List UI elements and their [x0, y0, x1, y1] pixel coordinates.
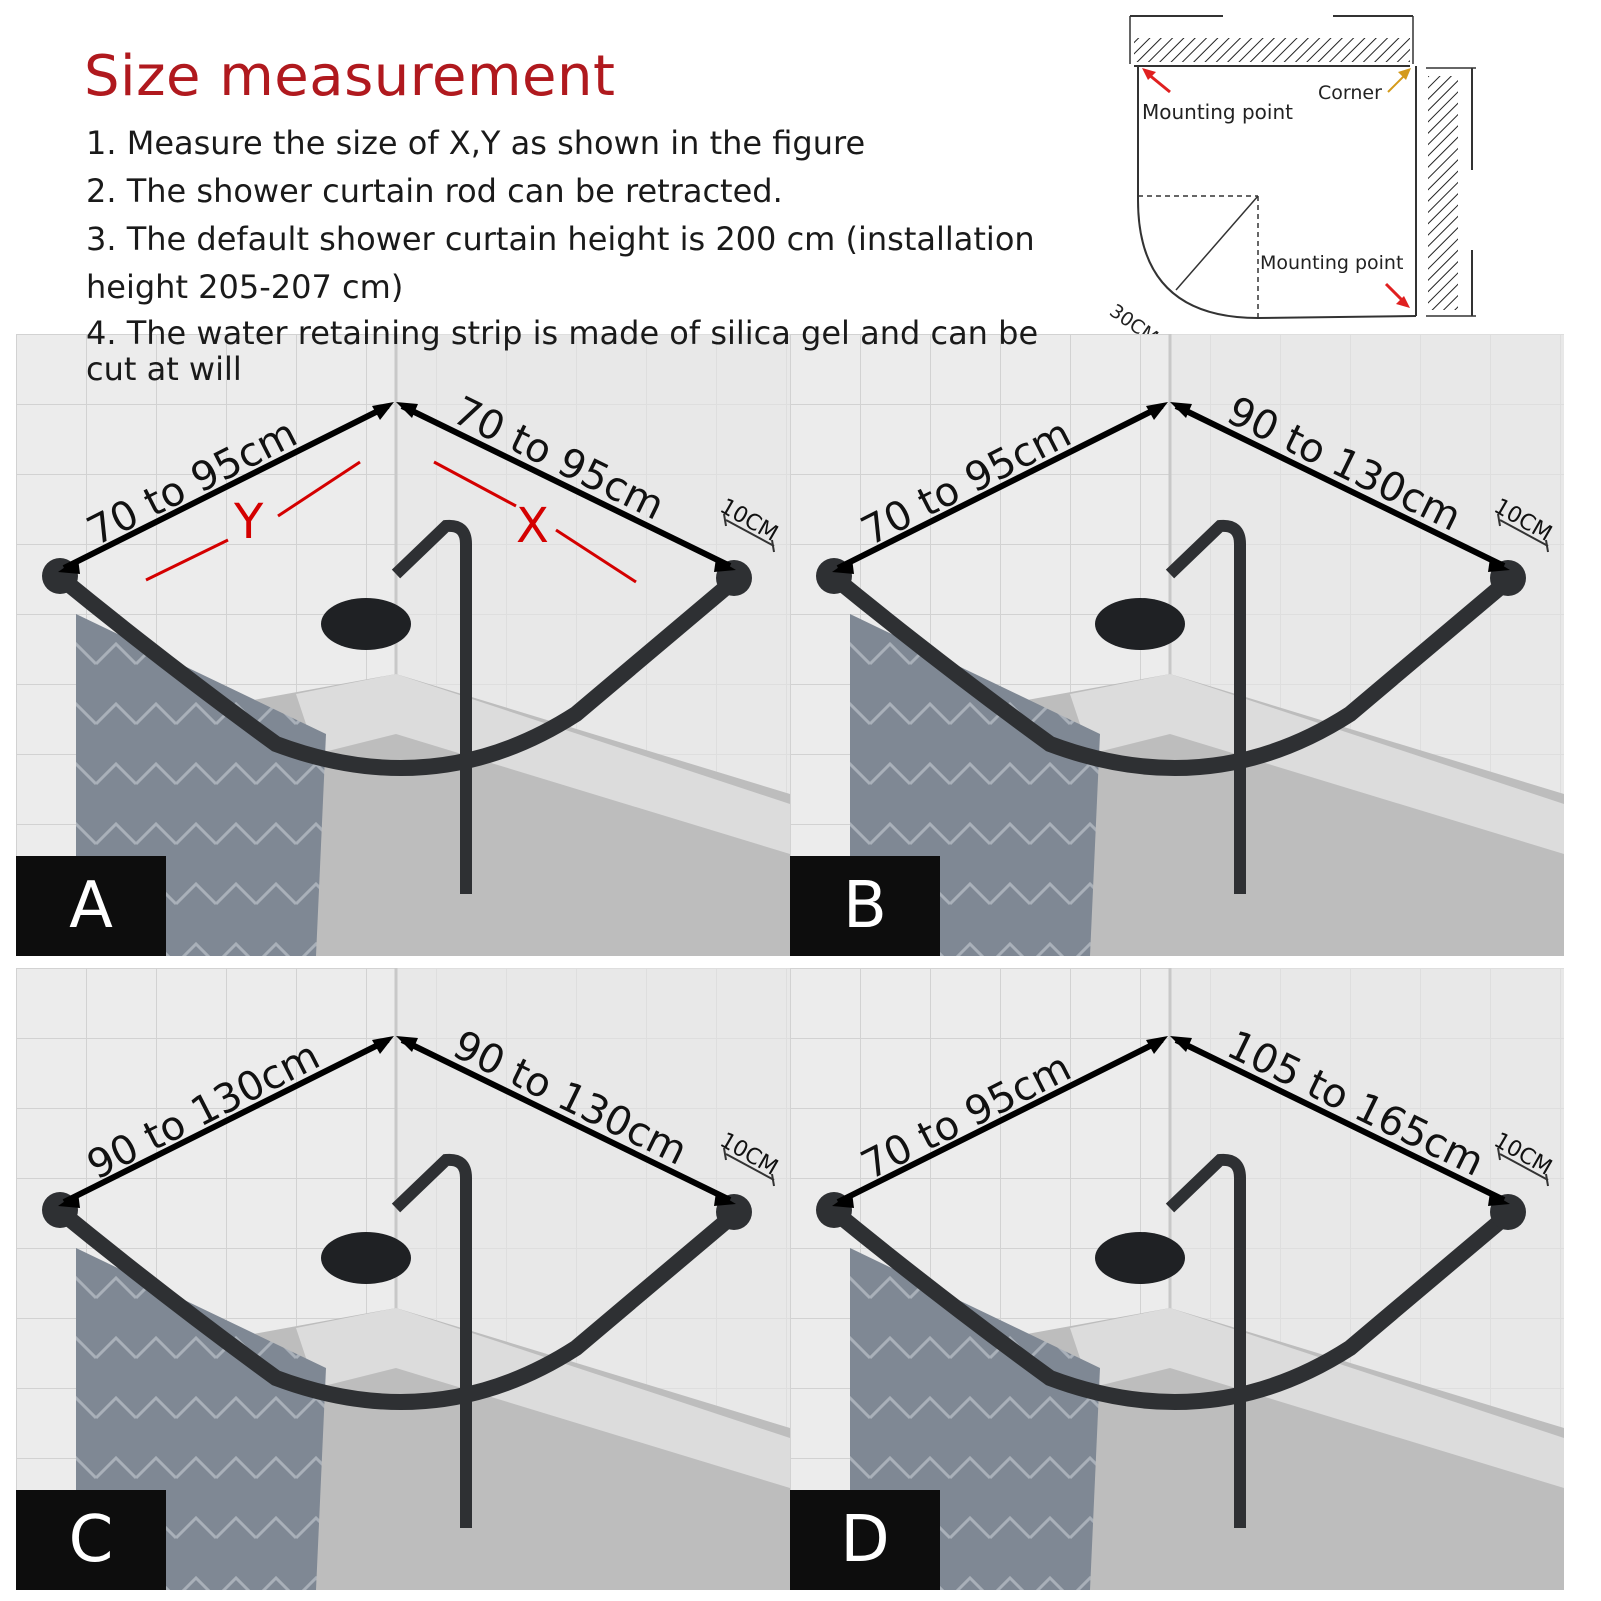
instruction-1: 1. Measure the size of X,Y as shown in t…	[86, 124, 866, 162]
x-marker-label: X	[516, 498, 549, 554]
instruction-3-cont: height 205-207 cm)	[86, 268, 404, 306]
option-letter-badge: A	[16, 856, 166, 956]
shower-scene	[790, 968, 1564, 1590]
page-title: Size measurement	[84, 44, 616, 109]
instruction-2: 2. The shower curtain rod can be retract…	[86, 172, 783, 210]
option-letter-badge: C	[16, 1490, 166, 1590]
option-letter-badge: B	[790, 856, 940, 956]
instruction-3: 3. The default shower curtain height is …	[86, 220, 1035, 258]
xy-measure-lines	[145, 460, 637, 584]
option-letter-badge: D	[790, 1490, 940, 1590]
y-marker-label: Y	[234, 494, 264, 550]
floor-plan-drawing	[1129, 15, 1476, 320]
floor-plan-diagram: Mounting point Corner Mounting point 30C…	[1105, 0, 1554, 349]
shower-scene	[16, 334, 790, 956]
shower-scene	[790, 334, 1564, 956]
corner-label: Corner	[1318, 82, 1382, 104]
instruction-4-cont: cut at will	[86, 350, 242, 388]
instruction-4: 4. The water retaining strip is made of …	[86, 314, 1039, 352]
mounting-point-label-1: Mounting point	[1142, 100, 1293, 124]
mounting-point-label-2: Mounting point	[1260, 252, 1404, 274]
